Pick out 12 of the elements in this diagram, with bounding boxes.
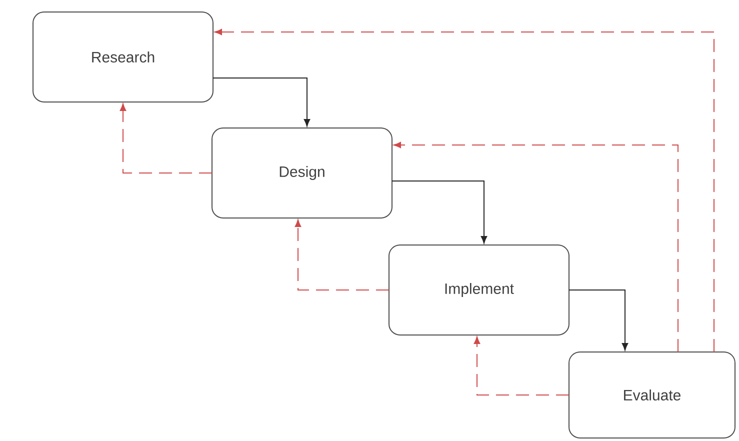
process-box: Research — [32, 12, 214, 102]
arrow — [568, 290, 628, 350]
arrow — [392, 180, 488, 244]
arrow — [474, 336, 570, 396]
arrow — [212, 78, 310, 126]
arrow — [120, 103, 212, 174]
process-box: Evaluate — [568, 351, 736, 438]
arrow — [294, 219, 390, 290]
process-box: Design — [212, 128, 392, 218]
arrow — [394, 142, 678, 352]
arrow — [214, 28, 714, 352]
process-box: Implement — [388, 244, 570, 336]
